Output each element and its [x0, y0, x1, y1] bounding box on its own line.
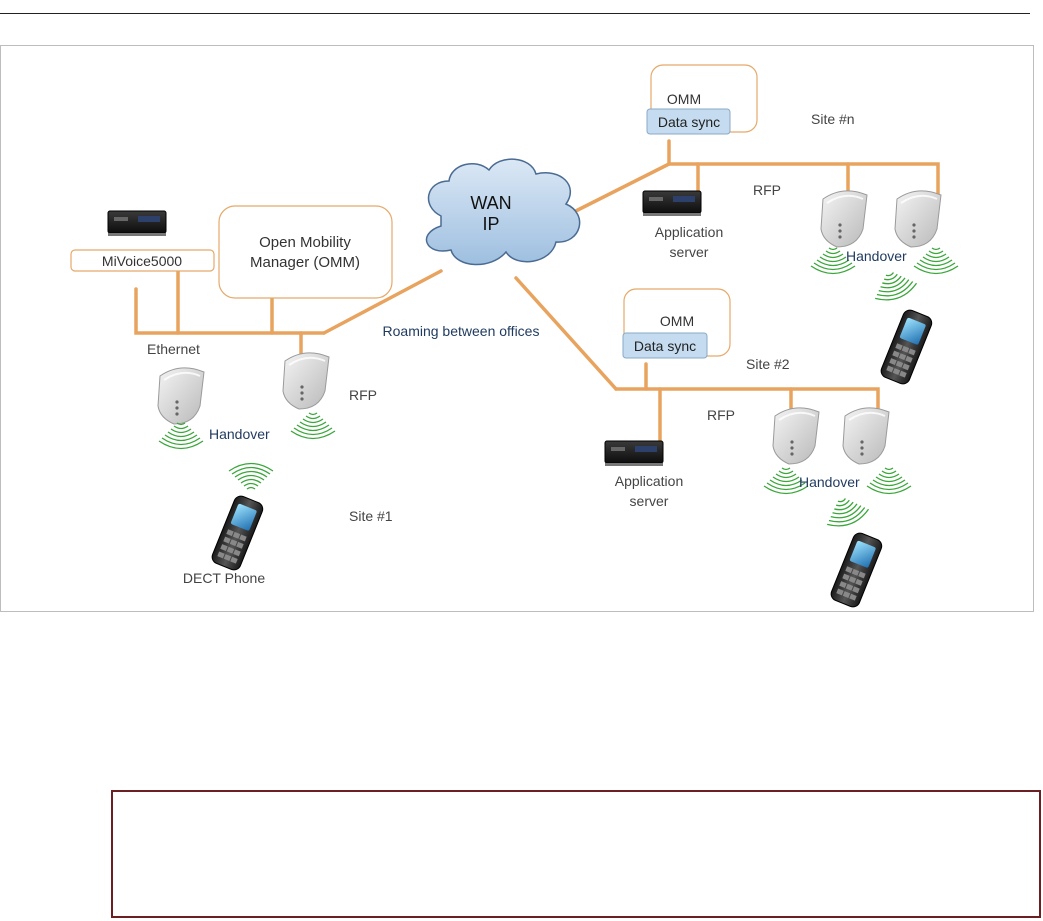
site2-app-server-line1: Application: [615, 473, 684, 489]
site2: OMM Data sync Site #2 RFP Application se…: [605, 289, 911, 609]
site1-label: Site #1: [349, 508, 393, 524]
omm-label-line1: Open Mobility: [259, 234, 351, 251]
site2-site-label: Site #2: [746, 356, 790, 372]
roaming-label: Roaming between offices: [383, 323, 540, 339]
pbx-server: [108, 211, 166, 236]
radio-waves-icon: [821, 492, 871, 531]
network-diagram: WAN IP MiVoice5000 Open Mobility Manager…: [1, 46, 1033, 611]
network-diagram-frame: WAN IP MiVoice5000 Open Mobility Manager…: [0, 45, 1034, 612]
dect-phone-icon: [210, 494, 265, 572]
siten-backbone: [669, 141, 938, 196]
site2-backbone: [616, 389, 878, 408]
radio-waves-icon: [867, 468, 911, 494]
omm-label-line2: Manager (OMM): [250, 254, 360, 271]
siten-rfp-1: [821, 191, 867, 247]
note-box: [111, 790, 1041, 918]
dect-phone-icon: [879, 308, 934, 386]
siten-omm-label: OMM: [667, 91, 701, 107]
wan-label: WAN: [470, 193, 511, 213]
site2-datasync-label: Data sync: [634, 338, 696, 354]
pbx-label: MiVoice5000: [102, 253, 182, 269]
siten-rfp-label: RFP: [753, 182, 781, 198]
omm-box: [219, 206, 392, 298]
wan-cloud: WAN IP: [427, 159, 580, 264]
site2-rfp-2: [843, 408, 889, 464]
header-rule: [0, 13, 1030, 14]
siten-app-server-line2: server: [670, 244, 709, 260]
dect-phone-label: DECT Phone: [183, 570, 265, 586]
site2-omm-label: OMM: [660, 313, 694, 329]
siten-rfp-2: [895, 191, 941, 247]
rfp-label: RFP: [349, 387, 377, 403]
ip-label: IP: [482, 214, 499, 234]
site2-rfp-1: [773, 408, 819, 464]
site2-app-server-line2: server: [630, 493, 669, 509]
radio-waves-icon: [159, 423, 203, 449]
radio-waves-icon: [869, 266, 919, 305]
siten-app-server-line1: Application: [655, 224, 724, 240]
rfp-right: [283, 353, 329, 409]
radio-waves-icon: [914, 248, 958, 274]
siten-site-label: Site #n: [811, 111, 855, 127]
siten-app-server: [643, 191, 701, 216]
site2-rfp-label: RFP: [707, 407, 735, 423]
radio-waves-icon: [291, 413, 335, 439]
radio-waves-icon: [229, 464, 273, 490]
handover-label: Handover: [209, 426, 270, 442]
siten-handover-label: Handover: [846, 248, 907, 264]
site2-app-server: [605, 441, 663, 466]
siten-datasync-label: Data sync: [658, 114, 720, 130]
rfp-left: [158, 368, 204, 424]
ethernet-label: Ethernet: [147, 341, 200, 357]
dect-phone-icon: [829, 531, 884, 609]
site1: MiVoice5000 Open Mobility Manager (OMM) …: [71, 206, 393, 586]
site2-handover-label: Handover: [799, 474, 860, 490]
